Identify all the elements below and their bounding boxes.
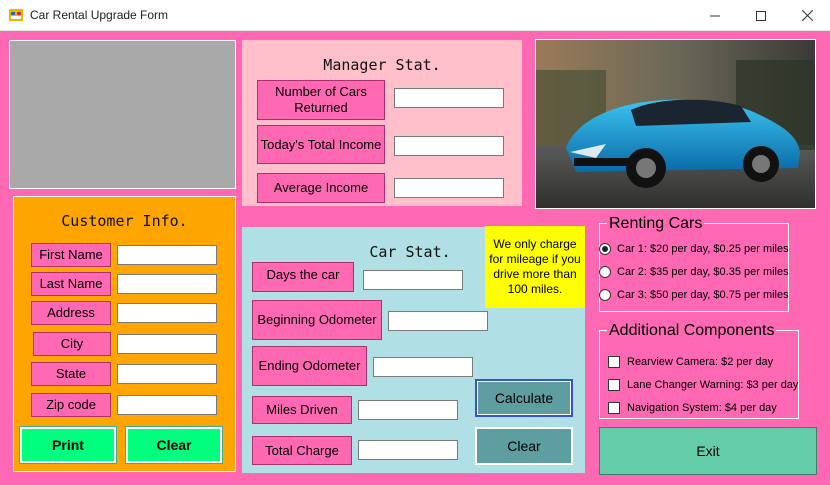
renting-option-label: Car 3: $50 per day, $0.75 per miles [617,289,789,301]
days-label: Days the car [252,262,354,292]
average-income-field[interactable] [394,178,504,198]
ending-odometer-label: Ending Odometer [252,346,367,386]
last-name-label: Last Name [31,272,111,296]
minimize-button[interactable] [692,0,738,31]
address-label: Address [31,301,111,325]
checkbox-icon[interactable] [608,402,620,414]
first-name-label: First Name [31,243,111,267]
exit-button[interactable]: Exit [599,427,817,475]
close-button[interactable] [784,0,830,31]
window-form-icon [9,9,23,21]
address-field[interactable] [117,303,217,323]
days-field[interactable] [363,270,463,290]
radio-selected-icon[interactable] [599,243,611,255]
component-option-navigation[interactable]: Navigation System: $4 per day [608,402,777,414]
zip-code-label: Zip code [31,393,111,417]
average-income-label: Average Income [257,173,385,203]
minimize-icon [710,15,720,16]
miles-driven-label: Miles Driven [252,396,352,424]
cars-returned-field[interactable] [394,88,504,108]
first-name-field[interactable] [117,245,217,265]
image-placeholder-panel [9,40,236,189]
renting-cars-title: Renting Cars [607,215,705,233]
radio-icon[interactable] [599,266,611,278]
component-option-rearview-camera[interactable]: Rearview Camera: $2 per day [608,356,773,368]
renting-option-label: Car 1: $20 per day, $0.25 per miles [617,243,789,255]
close-icon [801,10,813,21]
checkbox-icon[interactable] [608,379,620,391]
ending-odometer-field[interactable] [373,357,473,377]
car-photo [535,39,816,209]
customer-clear-button[interactable]: Clear [125,426,223,464]
print-button[interactable]: Print [19,426,117,464]
component-option-lane-changer[interactable]: Lane Changer Warning: $3 per day [608,379,798,391]
renting-option-car-2[interactable]: Car 2: $35 per day, $0.35 per miles [599,266,789,278]
maximize-icon [756,10,766,21]
car-image-icon [536,40,815,208]
renting-option-label: Car 2: $35 per day, $0.35 per miles [617,266,789,278]
additional-components-title: Additional Components [607,322,777,340]
component-option-label: Lane Changer Warning: $3 per day [627,379,799,391]
window-title: Car Rental Upgrade Form [30,8,169,22]
state-field[interactable] [117,364,217,384]
calculate-button[interactable]: Calculate [475,379,573,417]
beginning-odometer-field[interactable] [388,311,488,331]
manager-stat-title: Manager Stat. [323,56,441,74]
title-bar: Car Rental Upgrade Form [0,0,830,31]
component-option-label: Navigation System: $4 per day [627,402,777,414]
city-field[interactable] [117,334,217,354]
beginning-odometer-label: Beginning Odometer [252,300,382,340]
zip-code-field[interactable] [117,395,217,415]
total-charge-field[interactable] [358,440,458,460]
checkbox-icon[interactable] [608,356,620,368]
car-stat-title: Car Stat. [369,243,451,261]
todays-income-label: Today's Total Income [257,125,385,164]
miles-driven-field[interactable] [358,400,458,420]
renting-option-car-1[interactable]: Car 1: $20 per day, $0.25 per miles [599,243,789,255]
renting-option-car-3[interactable]: Car 3: $50 per day, $0.75 per miles [599,289,789,301]
component-option-label: Rearview Camera: $2 per day [627,356,774,368]
todays-income-field[interactable] [394,136,504,156]
city-label: City [33,332,111,356]
customer-info-title: Customer Info. [61,212,188,230]
mileage-note: We only charge for mileage if you drive … [485,226,585,308]
last-name-field[interactable] [117,274,217,294]
car-clear-button[interactable]: Clear [475,427,573,465]
radio-icon[interactable] [599,289,611,301]
maximize-button[interactable] [738,0,784,31]
total-charge-label: Total Charge [252,436,352,465]
state-label: State [31,362,111,386]
cars-returned-label: Number of Cars Returned [257,80,385,120]
